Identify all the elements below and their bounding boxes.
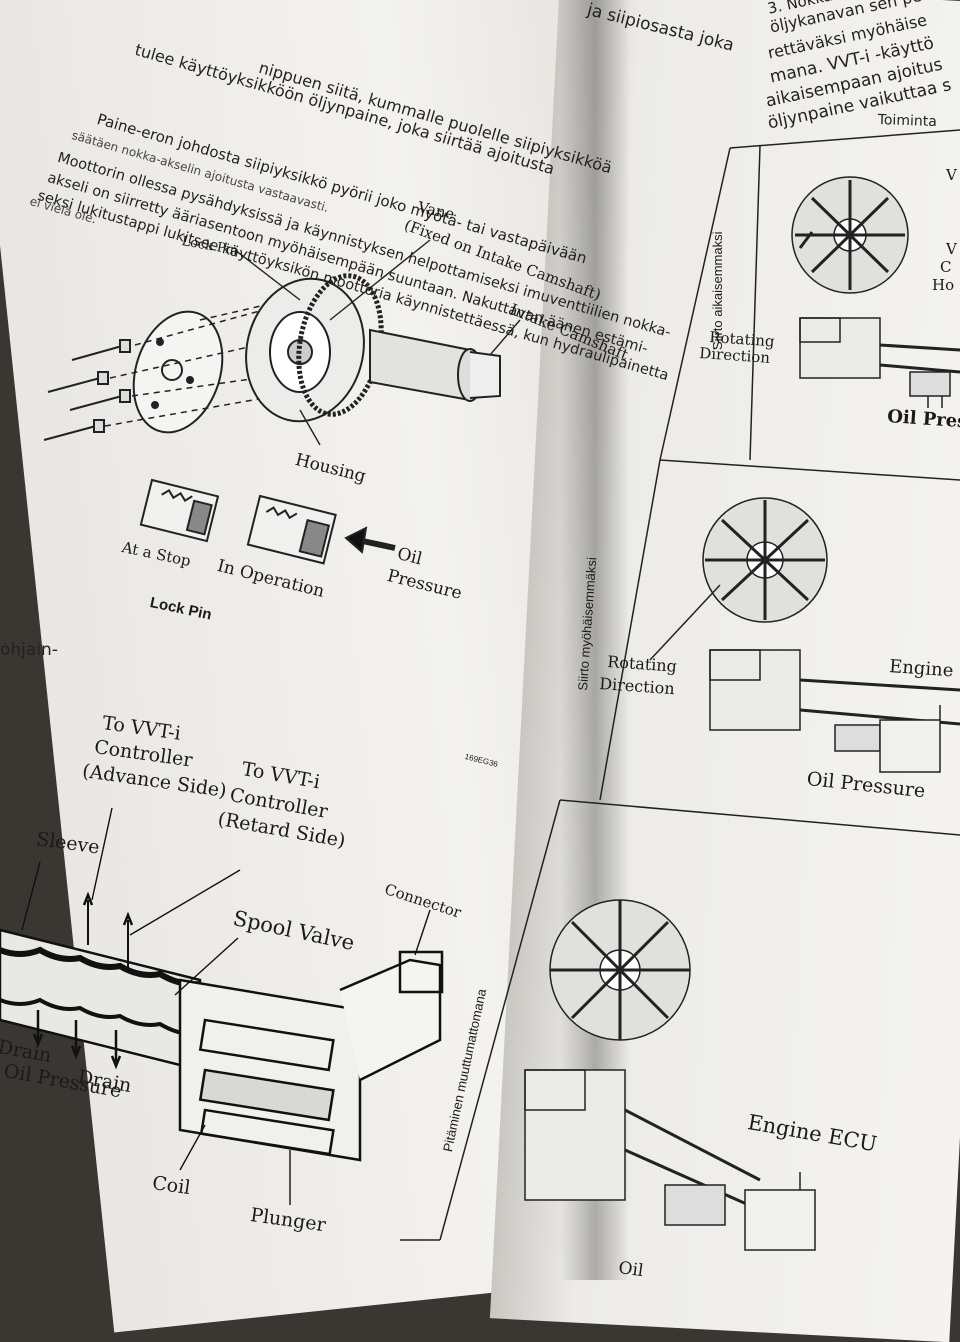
connector-body [339,958,442,1082]
bolt-1 [71,339,131,361]
bolt-4 [43,419,105,441]
right-table-diagram [400,129,960,1251]
row1-label-v2: V [946,240,957,258]
row1-label-c: C [940,258,952,276]
oil-control-valve-diagram [0,807,444,1205]
bolt-3 [69,389,131,411]
lock-pin-at-stop [139,478,220,543]
row3-oil-fragment: Oil [617,1258,645,1282]
row2-engine: Engine [888,656,955,682]
vvti-controller-diagram [43,239,521,565]
bolt-2 [47,371,109,393]
book-gutter [560,0,630,1280]
side-fragment: ohjain- [0,640,58,660]
lock-pin-in-operation [246,494,337,565]
row1-label-ho: Ho [932,276,955,294]
row1-label-v1: V [946,166,957,184]
